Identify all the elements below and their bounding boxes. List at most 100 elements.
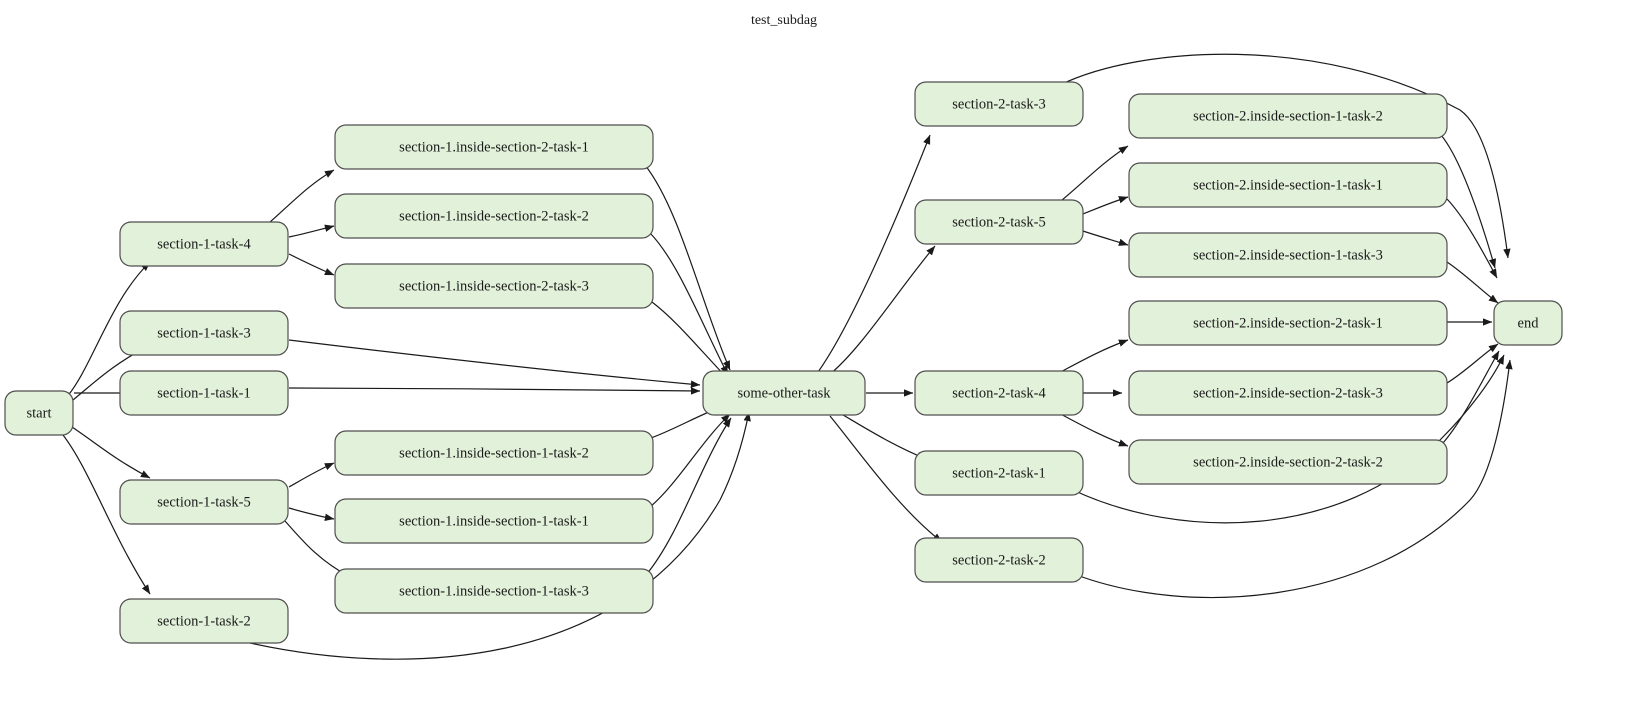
node-label: section-1.inside-section-1-task-3 [399,583,589,599]
node-label: start [27,405,52,421]
node-label: section-1.inside-section-2-task-3 [399,278,589,294]
node-label: section-2-task-2 [952,552,1045,568]
edge-s2is2t3-to-end [1446,343,1499,384]
node-box[interactable] [1493,300,1563,346]
edge-s2t5-to-s2is1t1 [1082,196,1129,215]
node-box[interactable] [914,199,1084,245]
node-box[interactable] [334,193,654,239]
node-label: section-1-task-1 [157,385,250,401]
node-box[interactable] [1128,232,1448,278]
edge-s1is2t1-to-other [644,164,731,371]
node-box[interactable] [914,81,1084,127]
node-label: section-2.inside-section-1-task-1 [1193,177,1383,193]
edge-s1is1t3-to-other [645,417,732,576]
edge-s1is2t2-to-other [649,232,729,376]
node-s2t4[interactable]: section-2-task-4 [914,370,1084,416]
node-s2t5[interactable]: section-2-task-5 [914,199,1084,245]
node-box[interactable] [334,263,654,309]
node-s1is2t2[interactable]: section-1.inside-section-2-task-2 [334,193,654,239]
node-box[interactable] [334,430,654,476]
node-s1t5[interactable]: section-1-task-5 [119,479,289,525]
node-box[interactable] [334,124,654,170]
edge-s2is2t2-to-end [1442,350,1500,444]
edge-s1is1t1-to-other [649,413,731,508]
node-label: section-1.inside-section-2-task-2 [399,208,589,224]
graph-title: test_subdag [751,13,817,28]
edge-s2t5-to-s2is1t2 [1055,145,1129,206]
node-s1is1t1[interactable]: section-1.inside-section-1-task-1 [334,498,654,544]
node-label: end [1518,315,1540,331]
node-box[interactable] [4,390,74,436]
node-s2is1t1[interactable]: section-2.inside-section-1-task-1 [1128,162,1448,208]
node-s1is2t3[interactable]: section-1.inside-section-2-task-3 [334,263,654,309]
node-box[interactable] [119,370,289,416]
edge-other-to-s2t3 [817,134,931,373]
node-label: section-1-task-5 [157,494,250,510]
node-box[interactable] [119,221,289,267]
node-label: section-1-task-3 [157,325,250,341]
edge-other-to-s2t1 [837,411,927,460]
node-label: section-2.inside-section-2-task-3 [1193,385,1383,401]
edge-s1t4-to-s1is2t2 [288,224,335,238]
node-label: section-2-task-5 [952,214,1045,230]
node-s1is1t2[interactable]: section-1.inside-section-1-task-2 [334,430,654,476]
node-s1t2[interactable]: section-1-task-2 [119,598,289,644]
node-label: section-2-task-4 [952,385,1046,401]
node-label: section-1-task-2 [157,613,250,629]
edge-s2t2-to-end [1073,359,1513,599]
node-label: section-1.inside-section-1-task-2 [399,445,589,461]
node-end[interactable]: end [1493,300,1563,346]
node-box[interactable] [119,310,289,356]
node-other[interactable]: some-other-task [702,370,866,416]
node-box[interactable] [1128,439,1448,485]
node-label: section-2.inside-section-1-task-3 [1193,247,1383,263]
node-label: section-2.inside-section-1-task-2 [1193,108,1383,124]
edge-s1is2t3-to-other [651,301,730,381]
node-start[interactable]: start [4,390,74,436]
node-box[interactable] [914,537,1084,583]
node-box[interactable] [1128,300,1448,346]
node-label: section-2-task-1 [952,465,1045,481]
node-s1t4[interactable]: section-1-task-4 [119,221,289,267]
node-s2is2t1[interactable]: section-2.inside-section-2-task-1 [1128,300,1448,346]
edge-s1t5-to-s1is1t2 [288,462,335,488]
edge-other-to-s2t2 [829,415,943,543]
node-label: section-1.inside-section-2-task-1 [399,139,589,155]
node-s2is2t2[interactable]: section-2.inside-section-2-task-2 [1128,439,1448,485]
node-box[interactable] [119,598,289,644]
node-s2t2[interactable]: section-2-task-2 [914,537,1084,583]
node-layer: start section-1-task-4 section-1-task-3 sec… [4,81,1563,644]
edge-s1t3-to-other [288,339,701,388]
node-s2is1t3[interactable]: section-2.inside-section-1-task-3 [1128,232,1448,278]
node-box[interactable] [334,568,654,614]
node-box[interactable] [119,479,289,525]
node-box[interactable] [702,370,866,416]
node-label: some-other-task [737,385,831,401]
node-s2is1t2[interactable]: section-2.inside-section-1-task-2 [1128,93,1448,139]
node-s2t1[interactable]: section-2-task-1 [914,450,1084,496]
edge-s1t1-to-other [288,387,701,395]
node-s1t1[interactable]: section-1-task-1 [119,370,289,416]
edge-s1t4-to-s1is2t1 [261,169,335,230]
node-box[interactable] [334,498,654,544]
edge-s2t1-to-end [1072,354,1505,524]
edge-start-to-s1t5 [71,426,151,479]
edge-s1t4-to-s1is2t3 [288,253,335,276]
node-s1is1t3[interactable]: section-1.inside-section-1-task-3 [334,568,654,614]
node-box[interactable] [1128,162,1448,208]
node-s1is2t1[interactable]: section-1.inside-section-2-task-1 [334,124,654,170]
node-box[interactable] [914,450,1084,496]
node-box[interactable] [1128,370,1448,416]
edge-s1t5-to-s1is1t1 [288,507,335,521]
node-s1t3[interactable]: section-1-task-3 [119,310,289,356]
edge-layer [62,53,1513,660]
edge-s2is1t1-to-end [1446,198,1498,279]
node-box[interactable] [1128,93,1448,139]
edge-start-to-s1t2 [62,434,151,595]
edge-s2t3-to-end [1059,53,1511,259]
node-box[interactable] [914,370,1084,416]
node-s2is2t3[interactable]: section-2.inside-section-2-task-3 [1128,370,1448,416]
node-s2t3[interactable]: section-2-task-3 [914,81,1084,127]
